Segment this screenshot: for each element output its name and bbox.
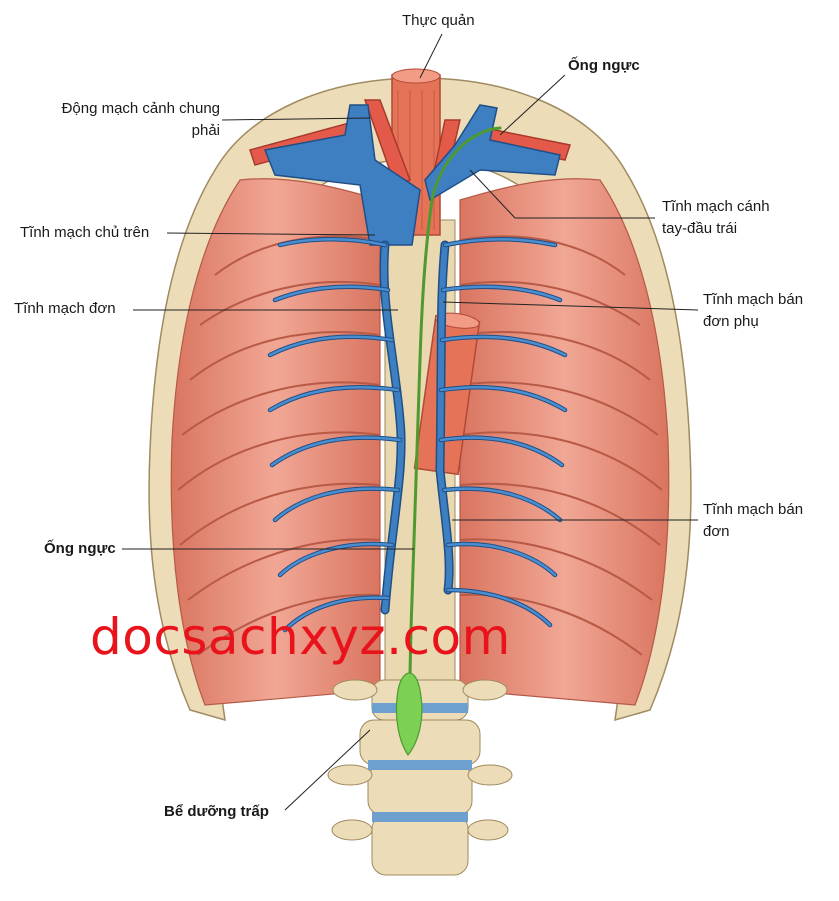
left-ribs bbox=[177, 235, 381, 656]
label-right-common-carotid: Động mạch cảnh chung phải bbox=[20, 98, 220, 142]
lower-esophagus bbox=[413, 312, 481, 476]
left-brachiocephalic-vein bbox=[424, 104, 561, 202]
label-hemiazygos-line2: đơn bbox=[703, 523, 730, 540]
label-thoracic-duct-top: Ống ngực bbox=[568, 57, 640, 74]
watermark-text: docsachxyz.com bbox=[90, 608, 511, 666]
label-accessory-hemiazygos-line1: Tĩnh mạch bán bbox=[703, 291, 804, 308]
label-azygos: Tĩnh mạch đơn bbox=[14, 300, 116, 317]
label-hemiazygos-line1: Tĩnh mạch bán bbox=[703, 501, 804, 518]
label-superior-vena-cava: Tĩnh mạch chủ trên bbox=[20, 224, 150, 241]
label-left-brachiocephalic-line2: tay-đầu trái bbox=[662, 220, 738, 237]
label-accessory-hemiazygos-line2: đơn phụ bbox=[703, 313, 759, 330]
label-cisterna-chyli: Bể dưỡng trấp bbox=[164, 803, 269, 820]
label-right-common-carotid-line1: Động mạch cảnh chung bbox=[61, 100, 220, 117]
veins bbox=[263, 104, 561, 246]
label-hemiazygos: Tĩnh mạch bán đơn bbox=[703, 499, 803, 543]
label-left-brachiocephalic: Tĩnh mạch cánh tay-đầu trái bbox=[662, 196, 770, 240]
right-ribs bbox=[459, 235, 663, 656]
cisterna-chyli bbox=[395, 672, 423, 757]
label-accessory-hemiazygos: Tĩnh mạch bán đơn phụ bbox=[703, 289, 803, 333]
right-brachiocephalic-vein bbox=[263, 104, 421, 246]
thoracic-duct bbox=[406, 126, 502, 752]
label-esophagus: Thực quản bbox=[402, 12, 475, 29]
label-left-brachiocephalic-line1: Tĩnh mạch cánh bbox=[662, 198, 770, 215]
label-right-common-carotid-line2: phải bbox=[191, 122, 220, 139]
leader-lines bbox=[122, 33, 699, 811]
label-thoracic-duct-mid: Ống ngực bbox=[44, 540, 116, 557]
